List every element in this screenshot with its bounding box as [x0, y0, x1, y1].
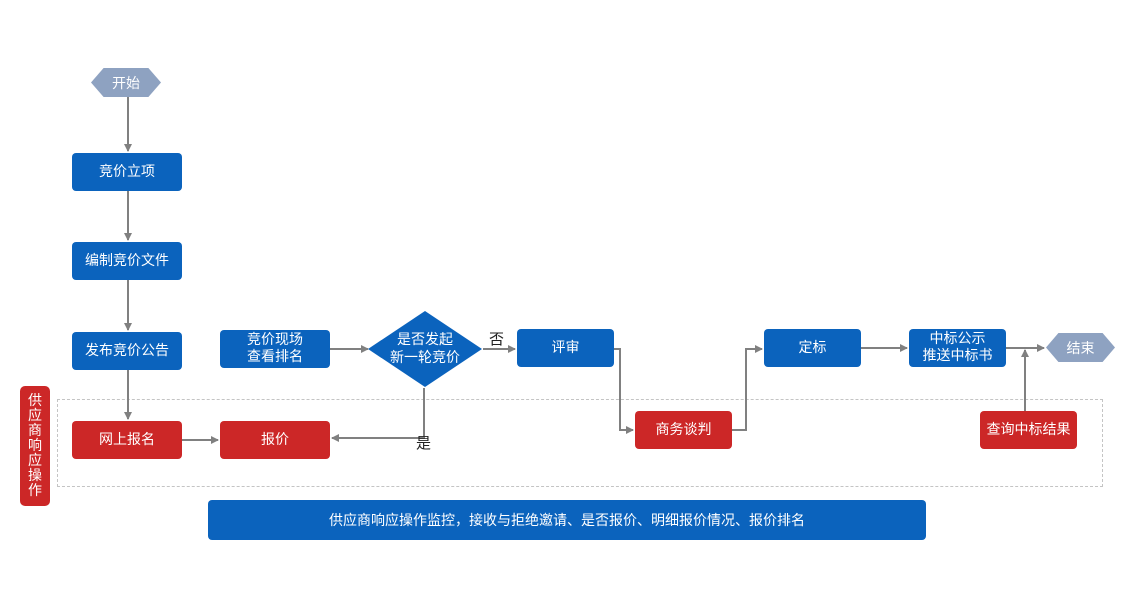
branch-no-label: 否 [489, 330, 505, 348]
supplier-lane-label: 供 应 商 响 应 操 作 [20, 386, 50, 506]
publish-notice-node: 发布竞价公告 [72, 332, 182, 370]
publicity-node: 中标公示 推送中标书 [909, 329, 1006, 367]
end-node: 结束 [1046, 333, 1115, 362]
review-node: 评审 [517, 329, 614, 367]
branch-yes-label: 是 [416, 434, 432, 452]
start-node: 开始 [91, 68, 161, 97]
live-ranking-node: 竞价现场 查看排名 [220, 330, 330, 368]
decision-diamond [368, 311, 482, 387]
online-signup-node: 网上报名 [72, 421, 182, 459]
quote-node: 报价 [220, 421, 330, 459]
monitoring-banner: 供应商响应操作监控，接收与拒绝邀请、是否报价、明细报价情况、报价排名 [208, 500, 926, 540]
bid-project-node: 竞价立项 [72, 153, 182, 191]
arrow-review-to-negotiation [614, 348, 634, 434]
arrow-decision-yes-to-quote [331, 388, 425, 442]
negotiation-node: 商务谈判 [635, 411, 732, 449]
award-node: 定标 [764, 329, 861, 367]
query-result-node: 查询中标结果 [980, 411, 1077, 449]
decision-label: 是否发起 新一轮竞价 [390, 332, 460, 366]
supplier-lane-zone [57, 399, 1103, 487]
arrow-negotiation-to-award [732, 345, 763, 431]
edit-docs-node: 编制竞价文件 [72, 242, 182, 280]
